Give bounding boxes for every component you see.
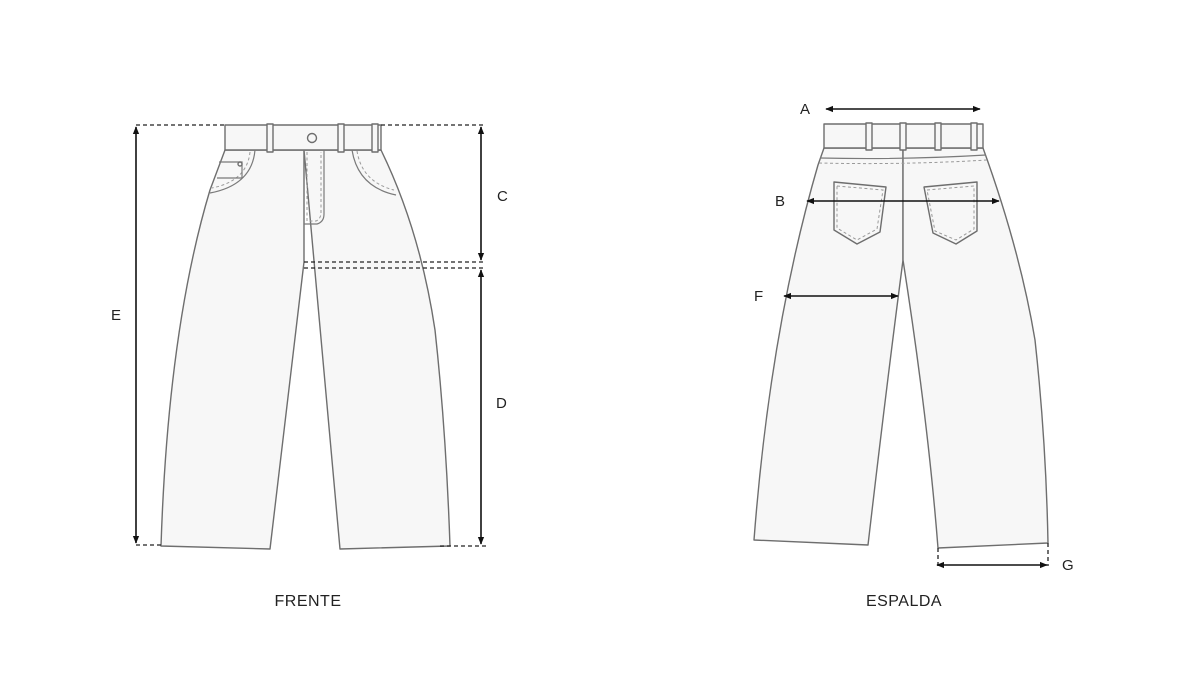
belt-loop	[970, 122, 978, 151]
label-g: G	[1062, 557, 1074, 574]
belt-loop	[865, 122, 873, 151]
back-left-pocket-stitch	[836, 185, 884, 241]
back-yoke	[819, 154, 987, 160]
waist-button	[306, 132, 318, 144]
belt-loop	[266, 123, 274, 153]
back-left-pocket	[833, 181, 887, 245]
belt-loop	[899, 122, 907, 151]
belt-loop	[934, 122, 942, 151]
back-caption: ESPALDA	[866, 593, 942, 610]
back-view: A B F G ESPALDA	[753, 101, 1074, 610]
label-f: F	[754, 288, 763, 305]
belt-loop	[337, 123, 345, 153]
label-a: A	[800, 101, 810, 118]
front-right-pocket	[351, 149, 397, 196]
front-waistband	[224, 124, 382, 151]
label-e: E	[111, 307, 121, 324]
label-b: B	[775, 193, 785, 210]
back-right-pocket	[923, 181, 978, 245]
label-d: D	[496, 395, 507, 412]
label-c: C	[497, 188, 508, 205]
back-right-pocket-stitch	[926, 185, 975, 241]
coin-pocket	[217, 161, 243, 179]
back-right-leg	[902, 147, 1049, 549]
front-right-pocket-stitch	[356, 150, 395, 191]
front-right-leg	[303, 149, 451, 550]
front-fly	[303, 150, 325, 225]
rivet	[237, 161, 243, 167]
back-yoke-stitch	[818, 159, 988, 165]
front-left-leg	[160, 149, 305, 550]
front-view: E C D FRENTE	[111, 123, 508, 610]
fly-stitching	[306, 152, 322, 222]
back-left-leg	[753, 147, 904, 546]
front-left-pocket-stitch	[211, 151, 251, 189]
belt-loop	[371, 123, 379, 153]
front-caption: FRENTE	[275, 593, 342, 610]
